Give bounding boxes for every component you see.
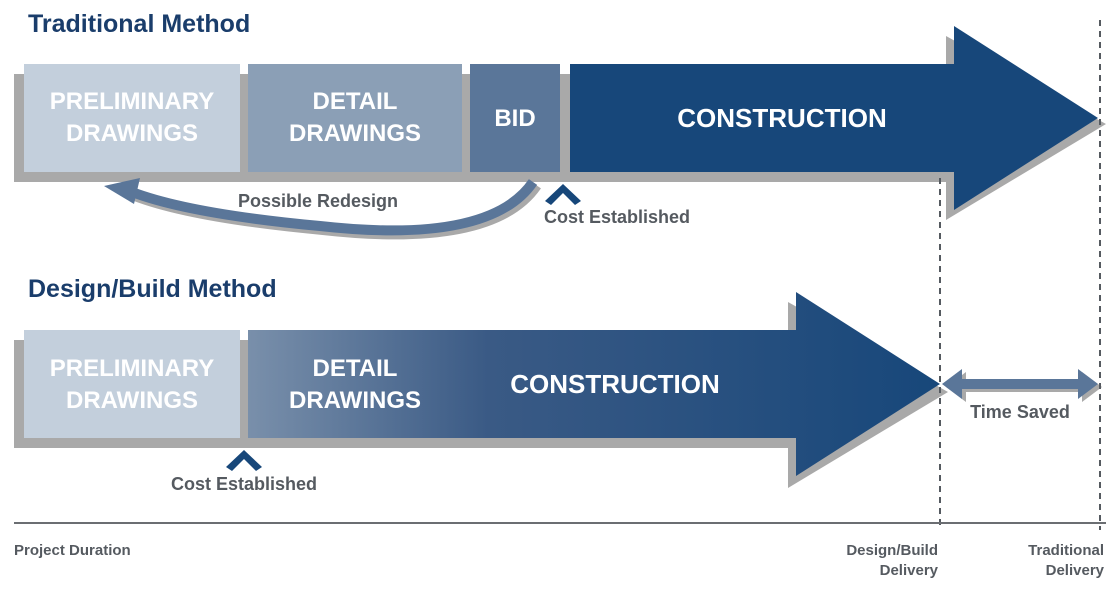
traditional-construction-arrow xyxy=(570,26,1098,210)
traditional-construction-label: CONSTRUCTION xyxy=(677,103,886,133)
traditional-bid-block xyxy=(470,64,560,172)
design-build-detail-line1: DETAIL xyxy=(313,355,398,382)
traditional-bid-label: BID xyxy=(494,105,535,132)
traditional-preliminary-line1: PRELIMINARY xyxy=(50,88,214,115)
traditional-preliminary-line2: DRAWINGS xyxy=(66,120,198,147)
traditional-method-title: Traditional Method xyxy=(28,10,250,38)
design-build-preliminary-line2: DRAWINGS xyxy=(66,387,198,414)
design-build-method-title: Design/Build Method xyxy=(28,275,277,303)
traditional-detail-line2: DRAWINGS xyxy=(289,120,421,147)
traditional-preliminary-block xyxy=(24,64,240,172)
traditional-delivery-line1: Traditional xyxy=(1028,542,1104,559)
design-build-delivery-line1: Design/Build xyxy=(846,542,938,559)
traditional-cost-established-label: Cost Established xyxy=(544,207,690,227)
design-build-cost-caret-icon xyxy=(226,450,262,471)
time-saved-double-arrow xyxy=(942,369,1102,402)
design-build-delivery-line2: Delivery xyxy=(880,562,939,579)
design-build-preliminary-block xyxy=(24,330,240,438)
project-duration-label: Project Duration xyxy=(14,542,131,559)
design-build-cost-established-label: Cost Established xyxy=(171,474,317,494)
time-saved-label: Time Saved xyxy=(970,402,1070,422)
traditional-detail-line1: DETAIL xyxy=(313,88,398,115)
possible-redesign-label: Possible Redesign xyxy=(238,191,398,211)
traditional-delivery-line2: Delivery xyxy=(1046,562,1105,579)
design-build-preliminary-line1: PRELIMINARY xyxy=(50,355,214,382)
design-build-detail-line2: DRAWINGS xyxy=(289,387,421,414)
traditional-detail-block xyxy=(248,64,462,172)
design-build-construction-arrow xyxy=(248,292,940,476)
traditional-cost-caret-icon xyxy=(545,184,581,205)
design-build-construction-label: CONSTRUCTION xyxy=(510,369,719,399)
redesign-curved-arrow xyxy=(104,178,541,240)
